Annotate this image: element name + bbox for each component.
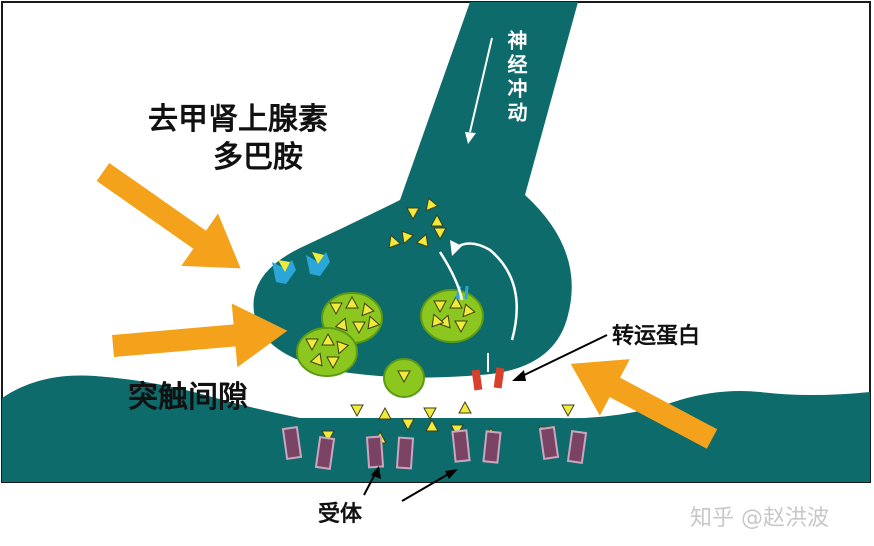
neurotransmitter-molecule	[406, 207, 420, 221]
neurotransmitter-molecule	[401, 230, 415, 245]
neurotransmitter-molecule	[378, 406, 392, 420]
neurotransmitter-molecule	[433, 300, 447, 314]
neurotransmitter-molecule	[415, 233, 429, 248]
postsynaptic-receptor	[451, 429, 471, 463]
label-nerve-impulse: 神经冲动	[504, 30, 528, 126]
postsynaptic-receptor	[482, 430, 502, 464]
neurotransmitter-molecule	[361, 302, 375, 317]
neurotransmitter-molecule	[423, 407, 437, 421]
neurotransmitter-molecule	[326, 356, 340, 370]
neurotransmitter-molecule	[321, 332, 335, 346]
autoreceptor	[272, 260, 296, 284]
autoreceptors	[272, 252, 469, 300]
presynaptic-terminal	[253, 2, 578, 378]
impulse-arrowhead	[465, 132, 476, 144]
neurotransmitter-molecule	[454, 320, 468, 334]
postsynaptic-receptor	[314, 436, 336, 470]
neurotransmitter-molecule	[334, 317, 348, 332]
neurotransmitter-molecule	[431, 313, 445, 328]
label-receptor: 受体	[318, 502, 363, 527]
label-norepinephrine: 去甲肾上腺素	[148, 102, 328, 137]
neurotransmitter-molecule	[437, 314, 451, 329]
vesicle	[420, 289, 484, 343]
arrow-to-vesicles	[112, 303, 288, 368]
neurotransmitter-molecule	[425, 197, 439, 212]
reuptake-arrow	[438, 251, 464, 301]
neurotransmitter-molecule	[397, 370, 411, 384]
neurotransmitter-molecule	[367, 315, 381, 330]
watermark: 知乎 @赵洪波	[690, 506, 829, 531]
pointer-lines	[363, 334, 608, 502]
postsynaptic-receptor	[566, 430, 588, 464]
arrow-to-transporter	[570, 359, 718, 449]
reuptake-arc	[454, 242, 518, 341]
reuptake-arc-head	[450, 240, 462, 256]
neurotransmitter-molecule	[329, 302, 343, 316]
label-synaptic-cleft: 突触间隙	[128, 380, 248, 415]
transporter-protein	[471, 367, 505, 391]
postsynaptic-receptor	[281, 426, 303, 460]
impulse-arrow	[469, 37, 493, 133]
orange-arrows	[96, 162, 718, 449]
autoreceptor	[306, 252, 330, 276]
neurotransmitter-molecule	[345, 295, 359, 309]
receptors	[281, 426, 588, 470]
postsynaptic-receptor	[538, 426, 560, 460]
neurotransmitter-molecule	[401, 418, 415, 432]
neurotransmitter-molecule	[352, 321, 366, 335]
neurotransmitter-molecule	[449, 295, 463, 309]
postsynaptic-receptor	[395, 436, 415, 470]
neurotransmitter-molecule	[433, 227, 447, 241]
label-dopamine: 多巴胺	[213, 140, 303, 175]
neurotransmitter-molecule	[321, 430, 335, 444]
label-transporter: 转运蛋白	[612, 324, 701, 349]
arrow-to-autoreceptor	[96, 162, 241, 269]
neurotransmitter-molecule	[561, 404, 575, 418]
neurotransmitter-molecule	[425, 418, 439, 432]
neurotransmitter-molecule	[430, 213, 444, 227]
postsynaptic-receptor	[365, 435, 385, 469]
neurotransmitter-molecule	[305, 338, 319, 352]
neurotransmitter-molecule	[388, 234, 402, 249]
neurotransmitter-molecule	[462, 303, 476, 318]
neurotransmitter-molecule	[336, 340, 350, 355]
neurotransmitter-molecule	[350, 404, 364, 418]
neurotransmitter-molecule	[309, 352, 323, 367]
neurotransmitter-molecule	[458, 400, 472, 414]
